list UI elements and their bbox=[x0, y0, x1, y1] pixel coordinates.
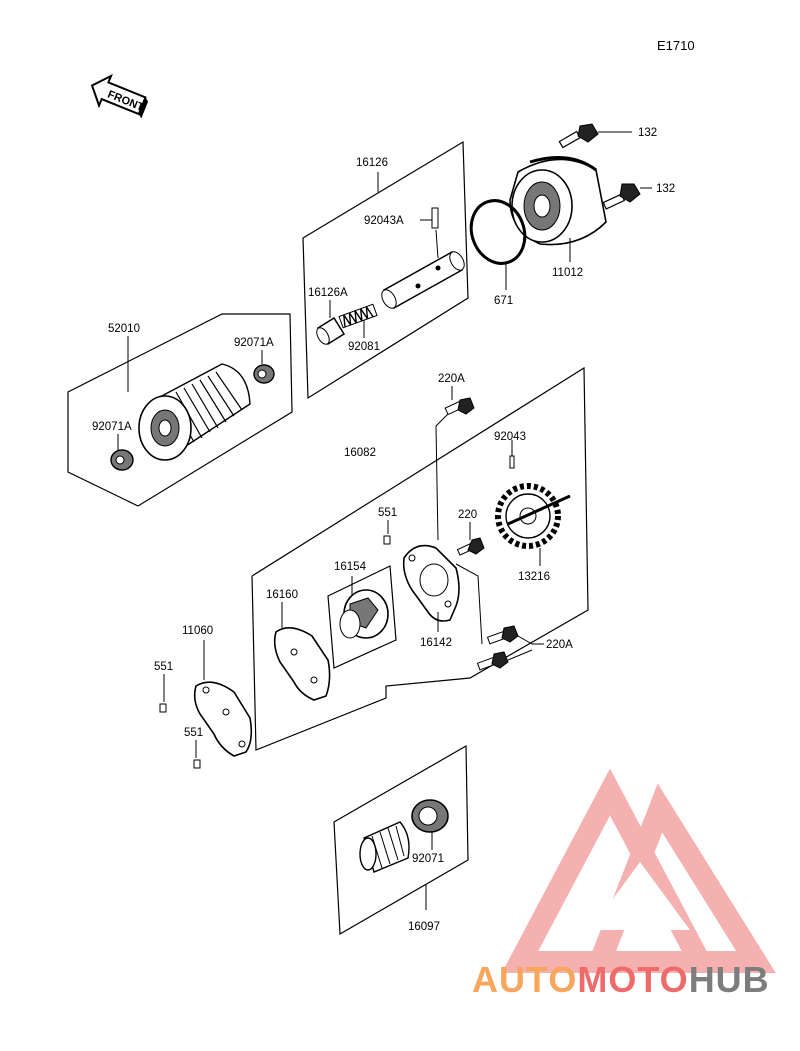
label-220A-top: 220A bbox=[438, 373, 465, 385]
oil-filter-52010 bbox=[127, 336, 251, 461]
pin-92043A bbox=[420, 207, 439, 259]
label-92071: 92071 bbox=[412, 853, 444, 865]
label-92043A: 92043A bbox=[364, 215, 404, 227]
watermark-text: AUTOMOTOHUB bbox=[472, 959, 770, 1000]
piston-16126A bbox=[316, 300, 346, 346]
seal-92071A-left bbox=[110, 434, 134, 471]
strainer-16097 bbox=[359, 821, 427, 910]
bolt-132-top bbox=[558, 123, 632, 149]
dowel-551-top bbox=[383, 520, 391, 545]
label-132-top: 132 bbox=[638, 127, 657, 139]
o-ring-671 bbox=[469, 199, 527, 290]
label-671: 671 bbox=[494, 295, 513, 307]
bolts-220A-right bbox=[455, 563, 544, 671]
dowel-551-low bbox=[193, 740, 201, 769]
svg-text:AUTOMOTOHUB: AUTOMOTOHUB bbox=[472, 959, 770, 1000]
watermark-moto: MOTO bbox=[577, 959, 688, 1000]
label-220: 220 bbox=[458, 509, 477, 521]
label-92081: 92081 bbox=[348, 341, 380, 353]
outline-16154 bbox=[327, 565, 397, 669]
label-16082: 16082 bbox=[344, 447, 376, 459]
outline-52010 bbox=[67, 313, 293, 507]
outline-16082 bbox=[251, 366, 589, 751]
watermark-hub: HUB bbox=[689, 959, 770, 1000]
label-16126: 16126 bbox=[356, 157, 388, 169]
part-labels: 132 132 11012 671 16126 92043A 16126A 92… bbox=[92, 127, 675, 933]
label-16154: 16154 bbox=[334, 561, 367, 573]
label-551-low: 551 bbox=[184, 727, 203, 739]
shaft-16126 bbox=[377, 172, 465, 310]
seal-92071 bbox=[411, 799, 449, 850]
rotor-16154 bbox=[339, 576, 389, 639]
bolt-220 bbox=[456, 522, 485, 556]
label-551-top: 551 bbox=[378, 507, 397, 519]
label-132-bottom: 132 bbox=[656, 183, 675, 195]
bolt-132-bottom bbox=[602, 183, 652, 210]
pump-body-16142 bbox=[402, 544, 460, 632]
diagram-code: E1710 bbox=[657, 38, 695, 53]
watermark-auto: AUTO bbox=[472, 959, 577, 1000]
bolt-220A-top bbox=[435, 386, 475, 541]
label-551-mid: 551 bbox=[154, 661, 173, 673]
outline-16126 bbox=[302, 140, 469, 400]
label-11060: 11060 bbox=[182, 625, 213, 637]
group-outlines bbox=[67, 140, 589, 936]
label-16160: 16160 bbox=[266, 589, 298, 601]
label-92043: 92043 bbox=[494, 431, 526, 443]
label-52010: 52010 bbox=[108, 323, 140, 335]
label-16142: 16142 bbox=[420, 637, 452, 649]
label-92071A-top: 92071A bbox=[234, 337, 274, 349]
dowel-551-mid bbox=[159, 674, 167, 713]
gasket-16160 bbox=[273, 602, 331, 701]
cover-plate-11060 bbox=[193, 640, 253, 757]
spring-92081 bbox=[338, 303, 378, 338]
seal-92071A-top bbox=[253, 350, 275, 384]
label-13216: 13216 bbox=[518, 571, 550, 583]
pump-cover-11012 bbox=[509, 156, 607, 262]
outline-16097 bbox=[333, 744, 469, 936]
label-11012: 11012 bbox=[552, 267, 583, 279]
label-220A-right: 220A bbox=[546, 639, 573, 651]
watermark-logo bbox=[501, 768, 776, 973]
front-arrow-icon: FRONT bbox=[90, 73, 149, 119]
label-16126A: 16126A bbox=[308, 287, 348, 299]
label-16097: 16097 bbox=[408, 921, 440, 933]
gear-13216 bbox=[495, 440, 571, 566]
label-92071A-left: 92071A bbox=[92, 421, 132, 433]
